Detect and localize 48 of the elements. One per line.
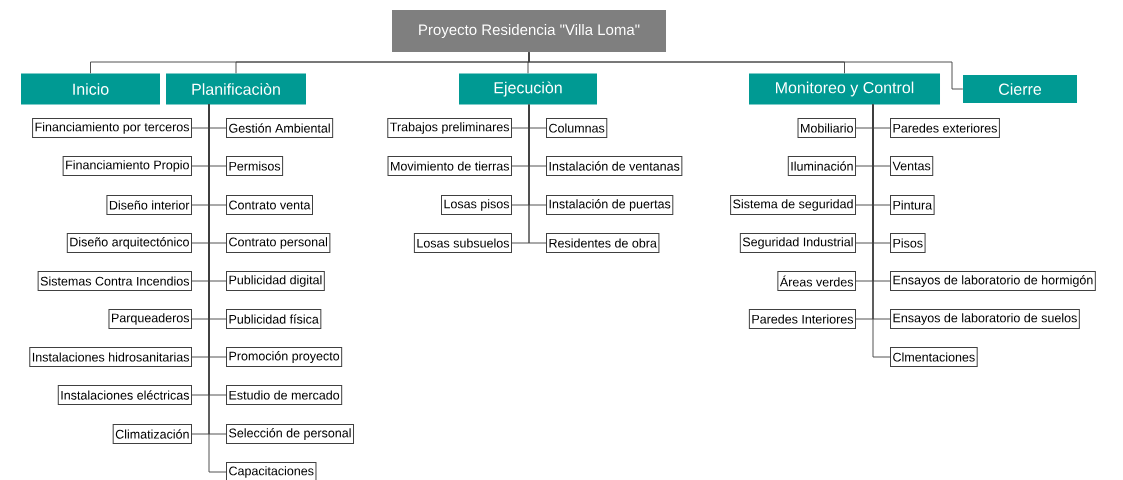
task-box: Iluminación: [787, 156, 856, 176]
connector-line: [528, 104, 547, 244]
task-box: Diseño arquitectónico: [66, 233, 192, 253]
task-box: Mobiliario: [797, 118, 856, 138]
task-box: Estudio de mercado: [226, 385, 343, 405]
task-box: Climatización: [112, 424, 192, 444]
phase-box: Planificaciòn: [166, 73, 306, 105]
task-box: Financiamiento por terceros: [32, 118, 192, 138]
task-box: Instalaciones eléctricas: [57, 385, 192, 405]
connector-line: [528, 51, 964, 90]
task-box: Publicidad digital: [226, 271, 325, 291]
task-box: Promoción proyecto: [226, 347, 343, 367]
task-box: Instalaciones hidrosanitarias: [29, 347, 192, 367]
task-box: Instalación de puertas: [546, 195, 674, 215]
task-box: Ventas: [890, 156, 934, 176]
task-box: Capacitaciones: [226, 462, 317, 480]
phase-box: Cierre: [963, 75, 1077, 103]
task-box: Gestión Ambiental: [226, 118, 334, 138]
task-box: Parqueaderos: [108, 309, 192, 329]
task-box: Ensayos de laboratorio de suelos: [890, 309, 1080, 329]
phase-box: Monitoreo y Control: [749, 73, 940, 105]
task-box: Seguridad Industrial: [739, 233, 856, 253]
task-box: Financiamiento Propio: [62, 156, 192, 176]
title-box: Proyecto Residencia "Villa Loma": [392, 10, 666, 52]
task-box: Contrato venta: [226, 195, 313, 215]
task-box: Pintura: [890, 195, 935, 215]
task-box: Sistemas Contra Incendios: [37, 271, 192, 291]
task-box: Ensayos de laboratorio de hormigón: [890, 271, 1096, 291]
task-box: Paredes exteriores: [890, 118, 1000, 138]
task-box: Clmentaciones: [890, 347, 978, 367]
task-box: Áreas verdes: [777, 271, 856, 291]
task-box: Publicidad física: [226, 309, 322, 329]
task-box: Residentes de obra: [546, 233, 660, 253]
task-box: Paredes Interiores: [748, 309, 856, 329]
task-box: Contrato personal: [226, 233, 331, 253]
task-box: Permisos: [226, 156, 284, 176]
task-box: Pisos: [890, 233, 926, 253]
task-box: Sistema de seguridad: [730, 195, 856, 215]
task-box: Instalación de ventanas: [546, 156, 683, 176]
task-box: Losas pisos: [441, 195, 512, 215]
task-box: Losas subsuelos: [413, 233, 512, 253]
task-box: Trabajos preliminares: [387, 118, 512, 138]
phase-box: Ejecuciòn: [459, 73, 597, 105]
task-box: Movimiento de tierras: [387, 156, 512, 176]
phase-box: Inicio: [21, 73, 160, 105]
task-box: Diseño interior: [106, 195, 192, 215]
task-box: Columnas: [546, 118, 608, 138]
task-box: Selección de personal: [226, 424, 354, 444]
